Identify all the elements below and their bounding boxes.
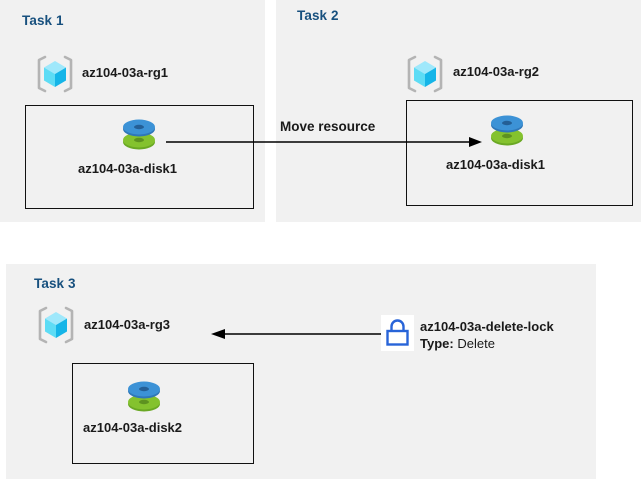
delete-lock-type-value: Delete xyxy=(457,336,495,351)
delete-lock-name: az104-03a-delete-lock xyxy=(420,319,554,334)
resource-group-label: az104-03a-rg3 xyxy=(84,317,170,332)
resource-group-boundary-box xyxy=(406,100,633,206)
disk-label: az104-03a-disk2 xyxy=(83,420,183,435)
panel-task-1: Task 1 az104-03a-rg1 a xyxy=(0,0,265,222)
resource-group-label: az104-03a-rg1 xyxy=(82,65,168,80)
disk-label: az104-03a-disk1 xyxy=(78,161,178,176)
resource-group-label: az104-03a-rg2 xyxy=(453,64,539,79)
panel-task-3: Task 3 az104-03a-rg3 a xyxy=(6,264,596,479)
resource-group-cube-icon xyxy=(404,53,446,95)
disk-label: az104-03a-disk1 xyxy=(446,157,546,172)
panel-title-task-2: Task 2 xyxy=(297,8,339,23)
move-resource-arrow xyxy=(166,137,482,147)
lock-icon xyxy=(381,315,414,351)
resource-group-cube-icon xyxy=(35,304,77,346)
delete-lock-type-key: Type: xyxy=(420,336,454,351)
delete-lock-arrow xyxy=(211,329,383,339)
managed-disk-icon xyxy=(124,376,164,418)
delete-lock-type: Type: Delete xyxy=(420,336,495,351)
panel-title-task-3: Task 3 xyxy=(34,276,76,291)
resource-group-cube-icon xyxy=(34,53,76,95)
managed-disk-icon xyxy=(487,110,527,152)
managed-disk-icon xyxy=(119,114,159,156)
resource-group-boundary-box xyxy=(25,105,254,209)
resource-group-boundary-box xyxy=(72,363,254,464)
panel-title-task-1: Task 1 xyxy=(22,13,64,28)
panel-task-2: Task 2 xyxy=(276,0,641,222)
move-resource-label: Move resource xyxy=(280,119,376,134)
